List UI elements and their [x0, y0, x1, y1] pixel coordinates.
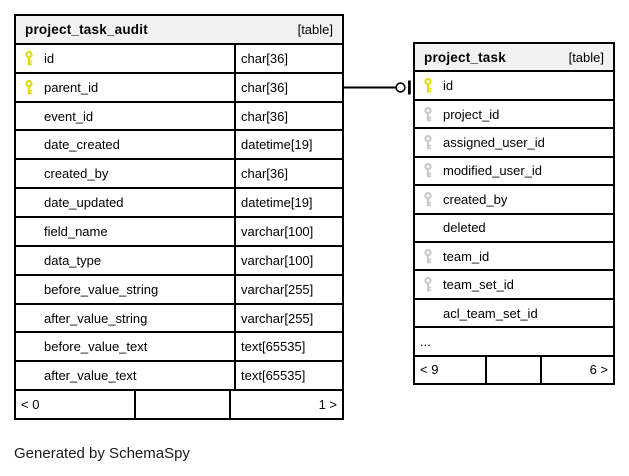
table-row: before_value_text text[65535] [16, 331, 342, 361]
table-row: project_id [415, 98, 613, 127]
column-name: created_by [443, 191, 508, 207]
column-name: date_updated [44, 195, 124, 211]
table-header: project_task [table] [415, 44, 613, 71]
table-row: assigned_user_id [415, 127, 613, 155]
table-row: deleted [415, 212, 613, 241]
parents-count: 1 > [229, 391, 342, 419]
relationship-connector [344, 80, 411, 95]
children-count: < 0 [21, 397, 40, 413]
column-name: id [44, 50, 55, 66]
table-row: data_type varchar[100] [16, 244, 342, 274]
table-row: after_value_text text[65535] [16, 360, 342, 390]
table-row: id char[36] [16, 42, 342, 72]
table-row: team_set_id [415, 269, 613, 297]
primary-key-icon [24, 50, 34, 66]
parents-count: 6 > [540, 356, 613, 384]
one-cardinality-icon [408, 80, 411, 95]
footer-spacer [134, 391, 229, 419]
table-row: team_id [415, 240, 613, 269]
table-project-task-audit[interactable]: project_task_audit [table] id char[36] p… [14, 14, 344, 420]
column-type: char[36] [241, 50, 288, 66]
table-row: parent_id char[36] [16, 71, 342, 101]
table-project-task[interactable]: project_task [table] id project_id assig… [413, 42, 615, 385]
table-row: field_name varchar[100] [16, 216, 342, 245]
column-name: team_set_id [443, 277, 514, 293]
table-name[interactable]: project_task_audit [25, 21, 148, 37]
column-type: char[36] [241, 166, 288, 182]
table-row: date_created datetime[19] [16, 129, 342, 159]
ellipsis-label: ... [420, 333, 431, 349]
index-key-icon [423, 277, 433, 292]
column-type: text[65535] [241, 368, 306, 384]
column-name: team_id [443, 248, 490, 264]
column-type: varchar[100] [241, 252, 314, 268]
table-row: date_updated datetime[19] [16, 187, 342, 217]
column-name: acl_team_set_id [443, 305, 538, 321]
column-type: datetime[19] [241, 195, 313, 211]
table-header: project_task_audit [table] [16, 16, 342, 43]
table-footer: < 9 6 > [415, 354, 613, 384]
table-type-badge: [table] [297, 21, 333, 37]
table-name[interactable]: project_task [424, 49, 506, 65]
column-name: date_created [44, 137, 120, 153]
column-name: data_type [44, 252, 102, 268]
column-name: assigned_user_id [443, 134, 545, 150]
column-name: deleted [443, 220, 486, 236]
table-type-badge: [table] [568, 49, 604, 65]
index-key-icon [423, 248, 433, 264]
children-count: < 9 [420, 362, 439, 378]
primary-key-icon [24, 79, 34, 95]
footer-spacer [485, 356, 540, 384]
table-row: before_value_string varchar[255] [16, 273, 342, 303]
table-row: acl_team_set_id [415, 297, 613, 326]
column-name: field_name [44, 223, 108, 239]
column-type: varchar[255] [241, 310, 314, 326]
column-name: before_value_string [44, 281, 159, 297]
column-type: varchar[100] [241, 223, 314, 239]
column-name: parent_id [44, 79, 99, 95]
column-type: datetime[19] [241, 137, 313, 153]
column-type: varchar[255] [241, 281, 314, 297]
table-row: created_by char[36] [16, 158, 342, 188]
index-key-icon [423, 191, 433, 207]
table-footer: < 0 1 > [16, 389, 342, 419]
table-row: after_value_string varchar[255] [16, 302, 342, 332]
zero-cardinality-icon [395, 82, 406, 93]
generator-credit: Generated by SchemaSpy [14, 445, 190, 462]
column-name: before_value_text [44, 339, 148, 355]
table-row: id [415, 70, 613, 98]
column-name: after_value_string [44, 310, 148, 326]
index-key-icon [423, 163, 433, 178]
column-name: created_by [44, 166, 109, 182]
column-name: after_value_text [44, 368, 137, 384]
table-row: event_id char[36] [16, 100, 342, 130]
column-type: char[36] [241, 108, 288, 124]
column-name: project_id [443, 106, 500, 122]
primary-key-icon [423, 78, 433, 93]
index-key-icon [423, 106, 433, 122]
table-row: modified_user_id [415, 155, 613, 184]
column-name: event_id [44, 108, 94, 124]
column-name: id [443, 78, 454, 94]
column-name: modified_user_id [443, 163, 543, 179]
column-type: char[36] [241, 79, 288, 95]
column-type: text[65535] [241, 339, 306, 355]
more-columns-ellipsis: ... [415, 326, 613, 354]
table-row: created_by [415, 184, 613, 212]
index-key-icon [423, 134, 433, 150]
